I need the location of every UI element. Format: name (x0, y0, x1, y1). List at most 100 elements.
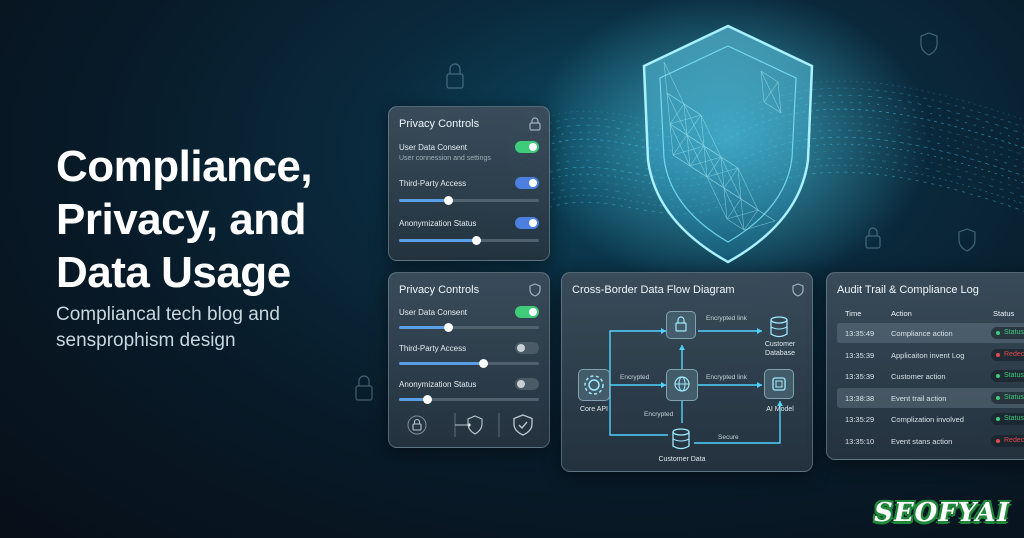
floating-icons (355, 32, 976, 401)
shield-icon (529, 283, 541, 297)
anonymization-status-slider[interactable] (399, 236, 539, 245)
lock-icon (675, 316, 687, 332)
third-party-access-slider[interactable] (399, 359, 539, 368)
shield-mesh-line (726, 218, 745, 231)
data-stream-line (519, 143, 1024, 194)
status-text: Status (1004, 393, 1024, 401)
shield-mesh-line (720, 156, 742, 200)
time-cell: 13:35:39 (845, 350, 875, 360)
database-icon[interactable] (768, 315, 790, 339)
third-party-access-toggle[interactable] (515, 177, 539, 189)
column-header-status: Status (993, 309, 1015, 318)
ai-model-node[interactable] (764, 369, 794, 399)
audit-log-panel: Audit Trail & Compliance Log Time Action… (826, 272, 1024, 460)
user-data-consent-label: User Data Consent (399, 308, 468, 317)
status-text: Status (1004, 415, 1024, 422)
user-data-consent-slider[interactable] (399, 323, 539, 332)
action-cell: Customer action (891, 372, 946, 381)
shield-mesh-line (706, 176, 728, 220)
shield-mesh-line (683, 103, 705, 147)
anonymization-status-label: Anonymization Status (399, 380, 477, 389)
edge-label: Encrypted (620, 374, 650, 381)
table-row[interactable]: 13:38:38 Event trail action Status (837, 387, 1024, 408)
time-cell: 13:35:39 (845, 372, 875, 381)
user-data-consent-toggle[interactable] (515, 141, 539, 153)
status-badge: Redected (991, 348, 1024, 361)
hero-subtitle: Compliancal tech blog and sensprophism d… (56, 302, 356, 354)
third-party-access-toggle[interactable] (515, 342, 539, 354)
anonymization-status-toggle[interactable] (515, 217, 539, 229)
edge-label: Encrypted link (706, 315, 747, 322)
shield-mesh-line (720, 156, 725, 189)
hero-title-line: Privacy, and (56, 195, 307, 244)
data-stream-line (519, 108, 1024, 159)
lock-node[interactable] (666, 311, 696, 339)
hero-title-line: Compliance, (56, 142, 313, 191)
status-text: Redected (1004, 350, 1024, 358)
lock-icon (529, 117, 541, 131)
action-cell: Event trail action (891, 393, 947, 403)
column-header-time: Time (845, 309, 862, 318)
brand-logo: SEOFYAI (874, 498, 1010, 528)
shield-mesh-line (686, 134, 708, 178)
shield-icon (792, 283, 804, 297)
shield-check-icon[interactable] (511, 413, 535, 437)
ai-model-label: AI Model (766, 406, 794, 413)
user-data-consent-sublabel: User connession and settings (399, 155, 491, 162)
anonymization-status-toggle[interactable] (515, 378, 539, 390)
status-badge: Status (991, 391, 1024, 404)
action-cell: Event stans action (891, 436, 953, 446)
lock-icon[interactable] (407, 415, 427, 435)
data-stream-line (519, 94, 1024, 145)
shield-mesh-line (737, 167, 742, 200)
panel-title: Privacy Controls (399, 284, 480, 296)
core-api-node[interactable] (578, 369, 610, 401)
hero-subtitle-line: sensprophism design (56, 330, 236, 351)
shield-mesh-line (666, 92, 688, 136)
shield-mesh-line (760, 70, 765, 103)
edge-label: Encrypted (644, 411, 674, 418)
gear-icon (584, 375, 604, 395)
time-cell: 13:35:49 (845, 329, 875, 338)
status-dot (996, 374, 1000, 378)
shield-mesh-line (743, 220, 776, 231)
status-text: Status (1004, 372, 1024, 379)
anonymization-status-slider[interactable] (399, 395, 539, 404)
status-dot (996, 352, 1000, 357)
status-dot (996, 395, 1000, 400)
shield-mesh-line (723, 187, 745, 231)
time-cell: 13:35:10 (845, 436, 875, 446)
time-cell: 13:38:38 (845, 393, 875, 403)
hero-title: Compliance, Privacy, and Data Usage (56, 140, 356, 299)
third-party-access-slider[interactable] (399, 196, 539, 205)
shield-mesh-line (763, 101, 782, 114)
shield-graphic (642, 24, 814, 264)
panel-title: Privacy Controls (399, 118, 480, 130)
chip-icon (772, 377, 786, 391)
shield-icon[interactable] (455, 414, 485, 436)
status-text: Status (1004, 329, 1024, 336)
globe-icon (674, 376, 690, 392)
status-dot (996, 331, 1000, 335)
shield-mesh-line (663, 61, 668, 94)
status-badge: Status (991, 413, 1024, 425)
shield-mesh-line (669, 123, 674, 156)
table-row[interactable]: 13:35:39 Customer action Status (837, 366, 1024, 386)
status-badge: Status (991, 327, 1024, 339)
globe-hub-node[interactable] (666, 369, 698, 401)
user-data-consent-toggle[interactable] (515, 306, 539, 318)
edge-label: Secure (718, 434, 739, 441)
status-dot (996, 417, 1000, 421)
time-cell: 13:35:29 (845, 415, 875, 424)
hero-subtitle-line: Compliancal tech blog and (56, 304, 280, 325)
database-icon[interactable] (670, 427, 692, 451)
shield-mesh-line (669, 123, 688, 136)
shield-mesh-line (663, 61, 685, 105)
shield-mesh-line (743, 209, 759, 231)
data-stream-line (519, 129, 1024, 180)
